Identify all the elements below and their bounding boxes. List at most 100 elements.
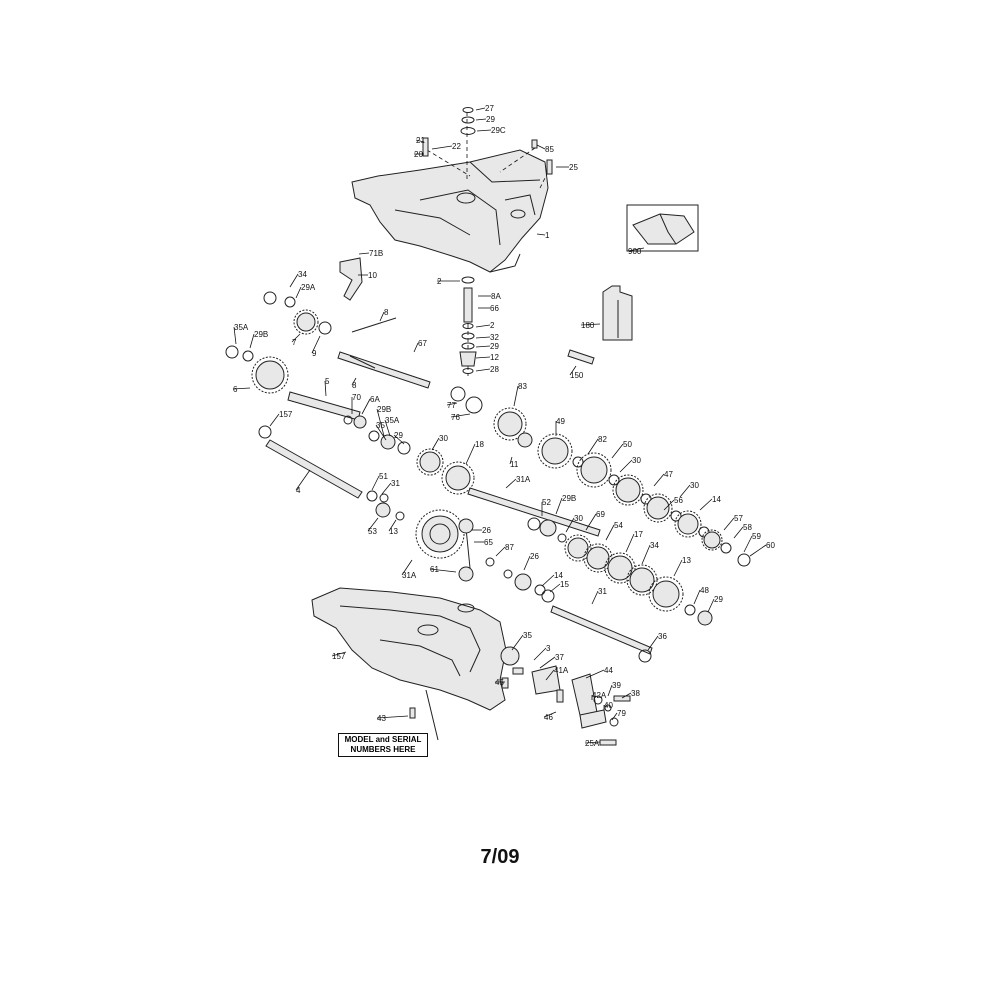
center-shaft-stack [459, 276, 477, 374]
part-number-label: 30 [574, 514, 583, 523]
callout-leader [585, 513, 597, 531]
callout-leader [413, 342, 419, 353]
part-number-label: 54 [614, 521, 623, 530]
callout-leader [627, 247, 645, 252]
part-number-label: 45 [495, 678, 504, 687]
callout-leader [379, 311, 385, 322]
callout-leader [743, 535, 753, 553]
callout-leader [393, 434, 405, 445]
part-number-label: 4 [296, 486, 301, 495]
callout-leader [324, 380, 327, 397]
part-number-label: 30 [439, 434, 448, 443]
callout-leader [291, 333, 301, 343]
shafts-right [465, 487, 653, 655]
callout-leader [475, 118, 487, 121]
part-number-label: 48 [700, 586, 709, 595]
callout-leader [511, 634, 524, 651]
callout-leader [673, 559, 683, 577]
part-number-label: 13 [682, 556, 691, 565]
part-number-label: 2 [490, 321, 495, 330]
part-number-label: 61 [430, 565, 439, 574]
part-number-label: 31 [598, 587, 607, 596]
callout-leader [361, 398, 371, 415]
part-number-label: 29B [562, 494, 576, 503]
part-number-label: 87 [505, 543, 514, 552]
part-number-label: 46 [544, 713, 553, 722]
callout-leader [653, 473, 665, 487]
part-number-label: 44 [604, 666, 613, 675]
part-number-label: 3 [546, 644, 551, 653]
part-number-label: 150 [570, 371, 584, 380]
part-number-label: 39 [612, 681, 621, 690]
part-number-label: 900 [628, 247, 642, 256]
part-number-label: 25 [569, 163, 578, 172]
model-note-line1: MODEL and SERIAL [344, 735, 422, 744]
callout-leader [641, 544, 651, 565]
callout-leader [605, 524, 615, 541]
part-number-label: 38 [631, 689, 640, 698]
callout-leader [495, 546, 506, 557]
callout-leader [545, 669, 555, 681]
part-number-label: 32 [490, 333, 499, 342]
part-number-label: 53 [368, 527, 377, 536]
shift-fork [339, 257, 363, 301]
part-number-label: 67 [418, 339, 427, 348]
part-number-label: 56 [674, 496, 683, 505]
part-number-label: 35 [523, 631, 532, 640]
part-number-label: 34 [298, 270, 307, 279]
part-number-label: 35 [376, 421, 385, 430]
part-number-label: 8A [491, 292, 501, 301]
callout-leader [476, 129, 492, 132]
callout-leader [431, 437, 440, 451]
part-number-label: 31 [391, 479, 400, 488]
callout-leader [388, 519, 397, 532]
callout-leader [539, 656, 556, 669]
callout-leader [679, 484, 691, 498]
callout-leader [585, 669, 605, 679]
part-number-label: 8 [352, 381, 357, 390]
part-number-label: 49 [556, 417, 565, 426]
upper-case-housing [351, 149, 549, 273]
callout-leader [587, 438, 599, 455]
callout-leader [295, 286, 302, 299]
lower-case-housing [311, 587, 507, 711]
callout-leader [351, 377, 357, 386]
part-number-label: 11 [510, 460, 519, 469]
part-number-label: 28 [490, 365, 499, 374]
part-number-label: 29B [377, 405, 391, 414]
callout-leader [233, 326, 237, 345]
callout-leader [289, 273, 299, 288]
part-number-label: 30 [632, 456, 641, 465]
callout-leader [371, 475, 380, 491]
part-number-label: 14 [712, 495, 721, 504]
callout-leader [565, 517, 575, 533]
callout-leader [611, 712, 618, 721]
part-number-label: 47 [664, 470, 673, 479]
callout-leader [465, 443, 476, 465]
callout-leader [475, 336, 491, 339]
callout-leader [591, 590, 599, 605]
date-code: 7/09 [480, 846, 520, 868]
part-number-label: 8 [384, 308, 389, 317]
part-number-label: 35A [385, 416, 400, 425]
part-number-label: 42A [592, 691, 607, 700]
callout-leader [569, 365, 577, 376]
callout-leader [607, 684, 613, 697]
part-number-label: 50 [623, 440, 632, 449]
part-number-label: 31A [402, 571, 417, 580]
part-number-label: 25A [585, 739, 600, 748]
callout-leader [331, 651, 347, 657]
part-number-label: 29B [254, 330, 268, 339]
model-serial-note-box: MODEL and SERIAL NUMBERS HERE [338, 733, 428, 757]
part-number-label: 26 [530, 552, 539, 561]
part-number-label: 71B [369, 249, 383, 258]
part-number-label: 27 [485, 104, 494, 113]
part-number-label: 43 [377, 714, 386, 723]
part-number-label: 35A [234, 323, 249, 332]
part-number-label: 52 [542, 498, 551, 507]
callout-leader [523, 555, 531, 571]
callout-leader [376, 715, 409, 719]
part-number-label: 36 [658, 632, 667, 641]
callout-leader [699, 498, 713, 511]
callout-leader [381, 482, 392, 495]
